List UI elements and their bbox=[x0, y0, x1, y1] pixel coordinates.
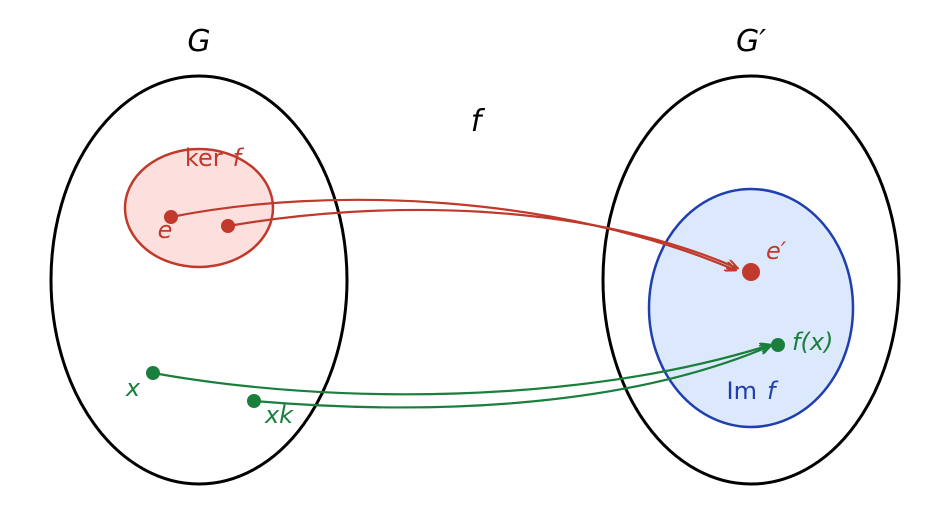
point-x bbox=[146, 366, 160, 380]
point-e-prime-label: e′ bbox=[766, 237, 787, 265]
image-label: Im f bbox=[727, 377, 779, 405]
group-g-ellipse bbox=[49, 74, 349, 486]
map-f-label: f bbox=[471, 104, 486, 139]
kernel-label-word: ker bbox=[185, 144, 223, 172]
kernel-label: ker f bbox=[185, 144, 245, 172]
group-g-prime-label: G′ bbox=[736, 24, 766, 59]
image-region bbox=[647, 187, 855, 429]
point-kernel-element bbox=[221, 219, 235, 233]
coset-arrow-from-xk bbox=[253, 346, 770, 409]
point-e-label: e bbox=[158, 216, 173, 244]
point-e-prime bbox=[742, 263, 760, 281]
point-x-label: x bbox=[125, 374, 141, 402]
kernel-arrow-from-e bbox=[170, 198, 735, 270]
group-g-prime-ellipse bbox=[601, 74, 901, 486]
coset-arrow-from-x bbox=[152, 345, 770, 396]
image-label-word: Im bbox=[727, 377, 757, 405]
kernel-arrow-from-kernel-element bbox=[227, 208, 737, 268]
point-fx-label: f(x) bbox=[792, 328, 833, 356]
group-g-label: G bbox=[187, 24, 210, 59]
point-fx bbox=[771, 338, 785, 352]
point-e bbox=[164, 210, 178, 224]
kernel-region bbox=[123, 147, 275, 269]
point-xk-label: xk bbox=[264, 401, 294, 429]
point-xk bbox=[247, 394, 261, 408]
